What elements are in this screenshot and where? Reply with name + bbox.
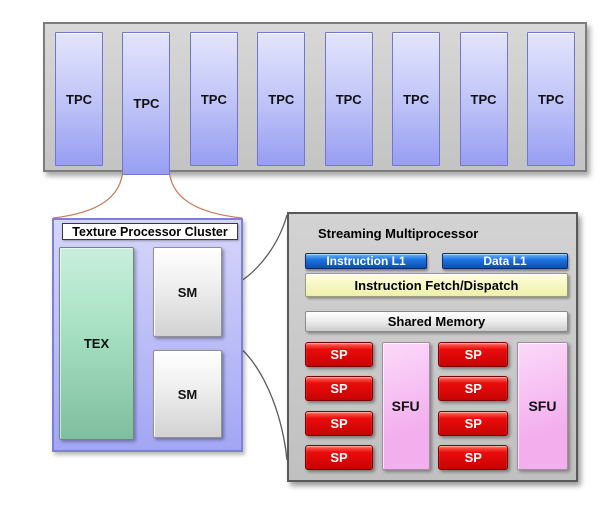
sp-column-1: SP SP SP SP	[305, 342, 373, 470]
tpc-box: TPC	[55, 32, 103, 166]
tpc-box: TPC	[324, 32, 373, 166]
sp-core: SP	[305, 444, 373, 470]
streaming-multiprocessor-title: Streaming Multiprocessor	[318, 226, 479, 241]
sm-unit-2: SM	[153, 350, 222, 438]
tpc-expansion-curve-left	[52, 167, 124, 219]
flare-white-fill	[53, 168, 242, 218]
tpc-box: TPC	[257, 32, 306, 166]
tpc-array-container: TPC TPC TPC TPC TPC TPC TPC TPC	[43, 22, 587, 175]
instruction-l1-cache: Instruction L1	[305, 253, 427, 269]
sp-core: SP	[438, 410, 509, 436]
sp-core: SP	[438, 342, 509, 367]
sp-core: SP	[305, 410, 373, 436]
sm-unit-1: SM	[153, 247, 222, 337]
tpc-box: TPC	[189, 32, 238, 166]
sp-column-2: SP SP SP SP	[438, 342, 509, 470]
texture-processor-cluster-box: Texture Processor Cluster TEX SM SM	[52, 218, 243, 452]
tpc-box: TPC	[526, 32, 575, 166]
streaming-multiprocessor-box: Streaming Multiprocessor Instruction L1 …	[287, 212, 578, 482]
sfu-unit-2: SFU	[516, 342, 568, 470]
sp-core: SP	[438, 444, 509, 470]
tpc-row: TPC TPC TPC TPC TPC TPC TPC TPC	[45, 24, 585, 175]
sfu-unit-1: SFU	[381, 342, 430, 470]
tpc-box-expanded: TPC	[122, 32, 171, 175]
tpc-box: TPC	[392, 32, 441, 166]
data-l1-cache: Data L1	[442, 253, 568, 269]
sp-core: SP	[305, 376, 373, 402]
sp-core: SP	[305, 342, 373, 367]
execution-units-row: SP SP SP SP SFU SP SP SP SP SFU	[305, 342, 568, 470]
tpc-box: TPC	[459, 32, 508, 166]
tpc-expansion-curve-right	[168, 167, 243, 219]
sp-core: SP	[438, 376, 509, 402]
instruction-fetch-dispatch: Instruction Fetch/Dispatch	[305, 273, 568, 297]
texture-processor-cluster-title: Texture Processor Cluster	[62, 223, 238, 240]
tex-unit: TEX	[59, 247, 134, 440]
shared-memory: Shared Memory	[305, 311, 568, 332]
